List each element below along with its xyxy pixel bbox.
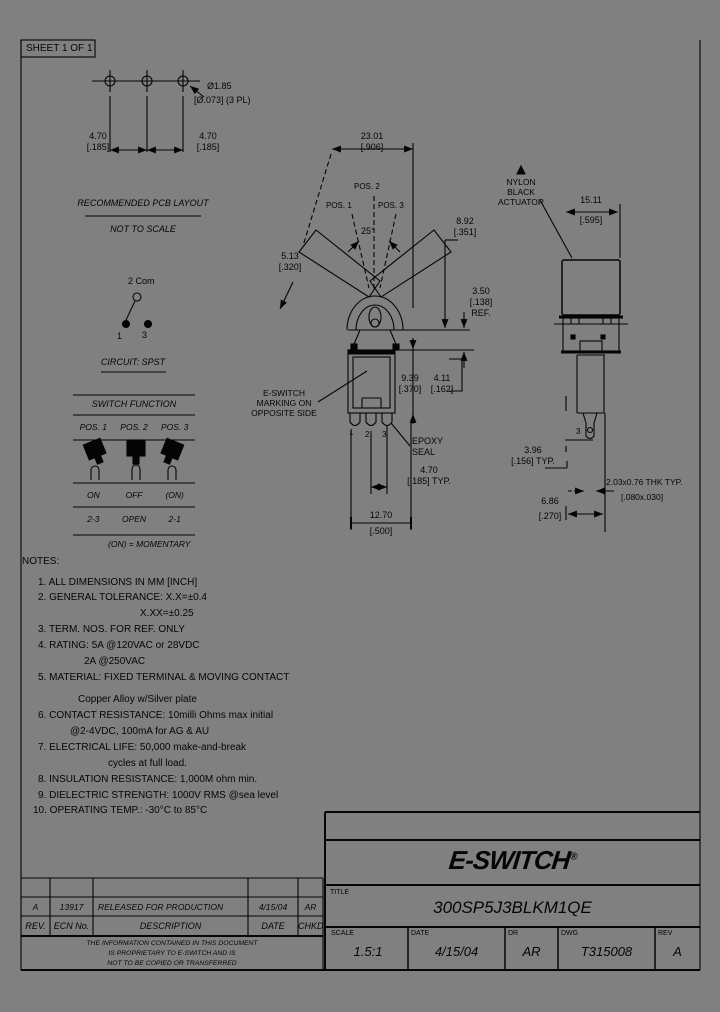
function-table-positions-row: POS. 1 POS. 2 POS. 3	[73, 422, 195, 432]
function-table-states-row: ON OFF (ON)	[73, 490, 195, 500]
revision-header-rev: REV.	[25, 921, 46, 931]
function-table-connections-row: 2-3 OPEN 2-1	[73, 514, 195, 524]
state-pos2: OFF	[125, 490, 143, 500]
note-line: 6. CONTACT RESISTANCE: 10milli Ohms max …	[38, 710, 274, 721]
revision-row-rev: A	[32, 902, 39, 912]
note-line: 7. ELECTRICAL LIFE: 50,000 make-and-brea…	[38, 742, 247, 753]
terminal-3-label: 3	[382, 430, 387, 439]
dim-terminal-thickness: 2.03x0.76 THK TYP.	[606, 477, 683, 487]
note-line: 2. GENERAL TOLERANCE: X.X=±0.4	[38, 592, 207, 603]
dim-terminal-offset: 3.96 [.156] TYP.	[511, 445, 555, 466]
note-line: 10. OPERATING TEMP.: -30°C to 85°C	[33, 805, 208, 816]
front-pos2-label: POS. 2	[354, 182, 380, 191]
pcb-layout-note: NOT TO SCALE	[110, 224, 176, 234]
revision-header-date: DATE	[261, 921, 285, 931]
note-line: 8. INSULATION RESISTANCE: 1,000M ohm min…	[38, 774, 258, 785]
pcb-layout-title: RECOMMENDED PCB LAYOUT	[77, 198, 209, 208]
front-pos3-label: POS. 3	[378, 201, 404, 210]
dim-bushing-ref: 3.50 [.138] REF.	[469, 286, 493, 318]
side-terminal-3-label: 3	[576, 427, 581, 436]
note-line: 4. RATING: 5A @120VAC or 28VDC	[38, 640, 200, 651]
revision-header-chkd: CHKD	[298, 921, 324, 931]
part-number: 300SP5J3BLKM1QE	[433, 898, 592, 917]
date-label: DATE	[411, 930, 430, 937]
circuit-terminal-3: 3	[142, 330, 148, 340]
circuit-terminal-1: 1	[117, 331, 123, 341]
conn-pos2: OPEN	[121, 514, 147, 524]
revision-header-description: DESCRIPTION	[139, 921, 202, 931]
dim-actuator-width-mm: 15.11	[580, 195, 602, 205]
note-line: 3. TERM. NOS. FOR REF. ONLY	[38, 624, 185, 635]
note-line: 2A @250VAC	[84, 656, 146, 667]
state-pos3: (ON)	[165, 490, 184, 500]
dwg-label: DWG	[561, 930, 579, 937]
dwg-number-value: T315008	[580, 944, 633, 959]
terminal-2-label: 2	[365, 430, 370, 439]
sheet-number-label: SHEET 1 OF 1	[26, 43, 93, 54]
scale-label: SCALE	[331, 930, 354, 937]
dim-terminal-position: 6.86 [.270]	[538, 496, 562, 521]
marking-callout: E-SWITCH MARKING ON OPPOSITE SIDE	[251, 388, 317, 418]
note-line: 1. ALL DIMENSIONS IN MM [INCH]	[38, 577, 198, 588]
dr-value: AR	[522, 944, 541, 959]
circuit-type-label: CIRCUIT: SPST	[100, 357, 166, 367]
pos2-header: POS. 2	[120, 422, 148, 432]
dim-terminal-length: 4.11 [.162]	[430, 373, 454, 394]
note-line: X.XX=±0.25	[140, 608, 194, 619]
dr-label: DR	[508, 930, 519, 937]
pcb-hole-dia-in: [Ø.073] (3 PL)	[194, 95, 251, 105]
dim-terminal-thickness-in: [.080x.030]	[621, 492, 664, 502]
state-pos1: ON	[86, 490, 100, 500]
date-value: 4/15/04	[434, 944, 479, 959]
note-line: 5. MATERIAL: FIXED TERMINAL & MOVING CON…	[38, 672, 290, 683]
pcb-pitch-right-dim: 4.70 [.185]	[196, 131, 220, 152]
eswitch-logo: E-SWITCH®	[447, 845, 577, 875]
revision-row-chkd: AR	[304, 902, 317, 912]
revision-row-date: 4/15/04	[258, 902, 288, 912]
circuit-com-label: 2 Com	[128, 276, 155, 286]
actuator-material-callout: NYLON BLACK ACTUATOR	[498, 177, 544, 207]
note-line: cycles at full load.	[108, 758, 187, 769]
revision-row-ecn: 13917	[59, 902, 84, 912]
title-label: TITLE	[330, 889, 350, 896]
note-line: Copper Alloy w/Silver plate	[78, 694, 197, 705]
revision-row-description: RELEASED FOR PRODUCTION	[98, 902, 224, 912]
pcb-hole-dia-mm: Ø1.85	[207, 81, 232, 91]
front-pos1-label: POS. 1	[326, 201, 352, 210]
epoxy-seal-callout: EPOXY SEAL	[412, 436, 444, 457]
conn-pos1: 2-3	[87, 514, 100, 524]
proprietary-disclaimer: THE INFORMATION CONTAINED IN THIS DOCUME…	[86, 940, 258, 967]
conn-pos3: 2-1	[168, 514, 181, 524]
throw-angle-label: 25°	[361, 226, 375, 236]
note-line: @2-4VDC, 100mA for AG & AU	[70, 726, 210, 737]
dim-front-width: 23.01 [.906]	[360, 131, 384, 152]
dim-lever-tip: 5.13 [.320]	[278, 251, 302, 272]
dim-terminal-pitch: 4.70 [.185] TYP.	[407, 465, 451, 486]
pcb-pitch-left-dim: 4.70 [.185]	[86, 131, 110, 152]
dim-terminal-span: 12.70 [.500]	[369, 510, 393, 536]
rev-value: A	[673, 944, 682, 959]
notes-title: NOTES:	[22, 556, 60, 567]
revision-header-ecn: ECN No.	[53, 921, 90, 931]
terminal-1-label: 1	[349, 428, 354, 437]
pos1-header: POS. 1	[79, 422, 108, 432]
rev-label: REV	[658, 930, 673, 937]
function-table-title: SWITCH FUNCTION	[91, 399, 177, 409]
function-table-footnote: (ON) = MOMENTARY	[108, 539, 191, 549]
dim-actuator-width-in: [.595]	[579, 215, 603, 225]
registered-mark: ®	[569, 851, 577, 863]
dim-body-height: 9.39 [.370]	[398, 373, 422, 394]
pos3-header: POS. 3	[160, 422, 189, 432]
scale-value: 1.5:1	[353, 944, 383, 959]
dim-lever-height: 8.92 [.351]	[453, 216, 477, 237]
note-line: 9. DIELECTRIC STRENGTH: 1000V RMS @sea l…	[38, 790, 279, 801]
